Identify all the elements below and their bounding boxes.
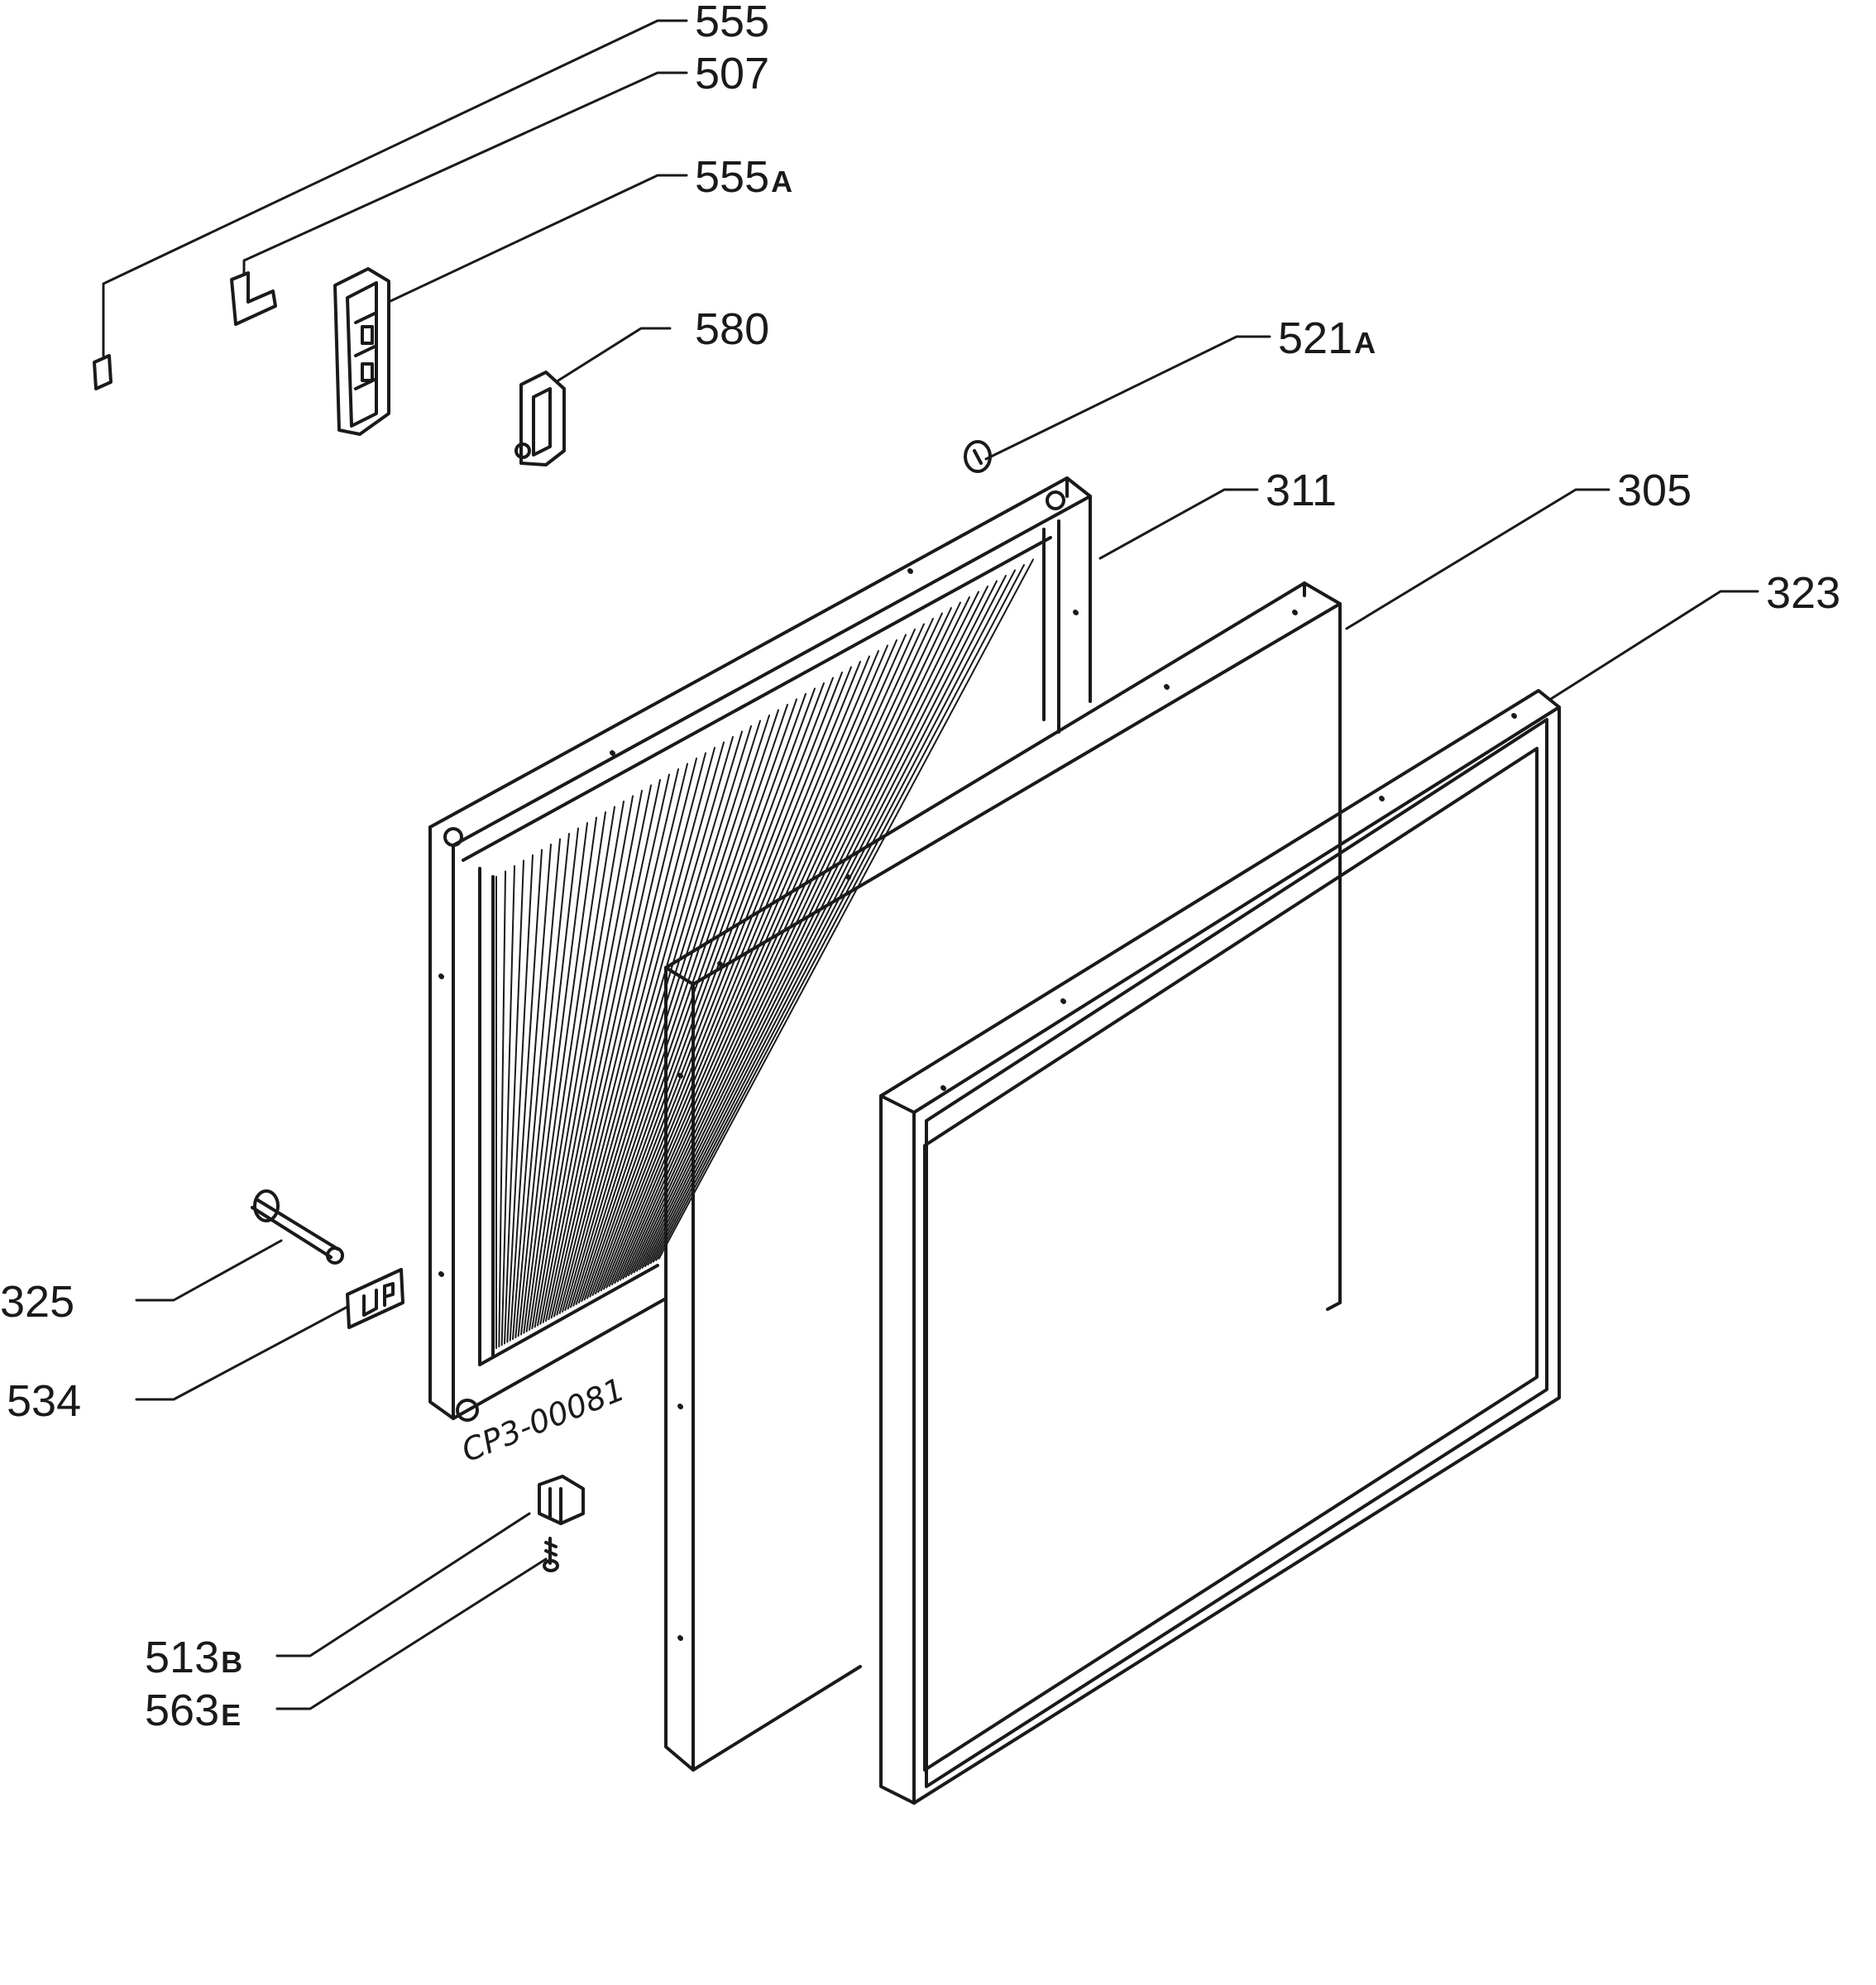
- hatch-line: [625, 623, 925, 1278]
- hatch-line: [550, 768, 679, 1319]
- hatch-line: [514, 838, 561, 1339]
- screw-563e: [543, 1537, 559, 1572]
- hatch-line: [504, 859, 524, 1345]
- hatch-line: [523, 822, 588, 1334]
- label-555: 555: [695, 0, 769, 46]
- hatch-line: [572, 725, 752, 1307]
- leader-555: [102, 19, 688, 357]
- hatch-line: [628, 618, 934, 1276]
- leader-534: [135, 1305, 349, 1401]
- hatch-line: [517, 833, 570, 1337]
- hinge-pin-325: [251, 1189, 344, 1265]
- outer-frame-323: [879, 689, 1561, 1805]
- leader-305: [1345, 488, 1610, 630]
- leader-323: [1549, 590, 1759, 701]
- hatch-line: [622, 629, 916, 1279]
- hatch-line: [500, 865, 515, 1346]
- hatch-line: [539, 790, 643, 1325]
- hatch-line: [562, 747, 715, 1313]
- hatch-line: [589, 693, 806, 1298]
- hatch-line: [644, 586, 988, 1267]
- hatch-line: [578, 715, 770, 1303]
- label-325: 325: [0, 1277, 74, 1327]
- hatch-line: [616, 639, 897, 1283]
- hatch-line: [537, 795, 634, 1327]
- label-305: 305: [1617, 466, 1692, 515]
- hinge-assembly-555a: [333, 267, 390, 436]
- hatch-line: [509, 849, 543, 1342]
- inner-door-frame-311: [428, 476, 1092, 1422]
- hatch-line: [581, 709, 779, 1303]
- hatch-line: [611, 650, 879, 1285]
- door-latch-580: [514, 371, 566, 466]
- leader-580: [557, 327, 672, 382]
- hatch-line: [600, 672, 843, 1292]
- label-563e: 563E: [145, 1686, 241, 1735]
- leader-325: [135, 1239, 283, 1302]
- leader-563e: [275, 1557, 548, 1710]
- hatch-line: [583, 704, 788, 1301]
- hatch-line: [647, 580, 998, 1266]
- hatch-line: [564, 741, 725, 1312]
- hatch-line: [591, 687, 816, 1296]
- leader-555a: [387, 174, 688, 304]
- hatch-line: [529, 811, 606, 1331]
- hatch-line: [658, 558, 1034, 1260]
- leader-513b: [275, 1512, 531, 1657]
- hatch-line: [608, 655, 870, 1287]
- hatch-line: [531, 806, 615, 1330]
- label-521a: 521A: [1278, 313, 1376, 363]
- hatch-line: [636, 601, 961, 1272]
- hatch-line: [498, 870, 506, 1348]
- bracket-507: [230, 271, 277, 326]
- hatch-line: [558, 752, 706, 1314]
- hatch-line: [542, 784, 652, 1323]
- hatch-line: [520, 827, 579, 1336]
- hatch-line: [649, 575, 1007, 1265]
- leader-521a: [984, 335, 1271, 461]
- block-513b: [538, 1475, 585, 1525]
- label-513b: 513B: [145, 1633, 242, 1682]
- hatch-line: [525, 816, 597, 1332]
- hatch-line: [512, 844, 552, 1340]
- hatch-line: [614, 644, 888, 1284]
- insulation-hatching: [495, 558, 1034, 1349]
- label-580: 580: [695, 304, 769, 354]
- hatch-line: [641, 591, 979, 1269]
- drawing-code: CP3-00081: [457, 1371, 630, 1470]
- hatch-line: [556, 758, 697, 1316]
- hatch-line: [548, 773, 670, 1321]
- label-507: 507: [695, 49, 769, 98]
- leader-lines: [102, 19, 1759, 1710]
- hatch-line: [620, 634, 907, 1281]
- hatch-line: [655, 564, 1025, 1261]
- label-534: 534: [7, 1376, 81, 1426]
- label-555a: 555A: [695, 152, 792, 202]
- hatch-line: [567, 736, 734, 1310]
- hatch-line: [595, 682, 825, 1294]
- hatch-line: [570, 730, 743, 1308]
- door-panel-305: [664, 581, 1342, 1772]
- hatch-line: [545, 779, 661, 1322]
- hatch-line: [597, 677, 834, 1294]
- hatch-line: [553, 763, 688, 1318]
- hatch-line: [633, 607, 952, 1274]
- knob-521a: [964, 440, 992, 473]
- hatch-line: [575, 720, 761, 1305]
- leader-507: [242, 71, 688, 275]
- hatch-line: [630, 612, 943, 1275]
- label-311: 311: [1266, 466, 1337, 515]
- hatch-line: [506, 854, 534, 1343]
- hatch-line: [653, 569, 1016, 1263]
- hatch-line: [605, 661, 861, 1289]
- plate-534: [346, 1268, 404, 1329]
- hatch-line: [603, 666, 852, 1290]
- leader-311: [1098, 488, 1259, 560]
- clip-555: [93, 354, 112, 390]
- label-323: 323: [1766, 568, 1840, 618]
- hatch-line: [534, 801, 625, 1328]
- callout-labels: 555 507 555A 580 521A 311 305 323 325 53…: [0, 0, 1840, 1735]
